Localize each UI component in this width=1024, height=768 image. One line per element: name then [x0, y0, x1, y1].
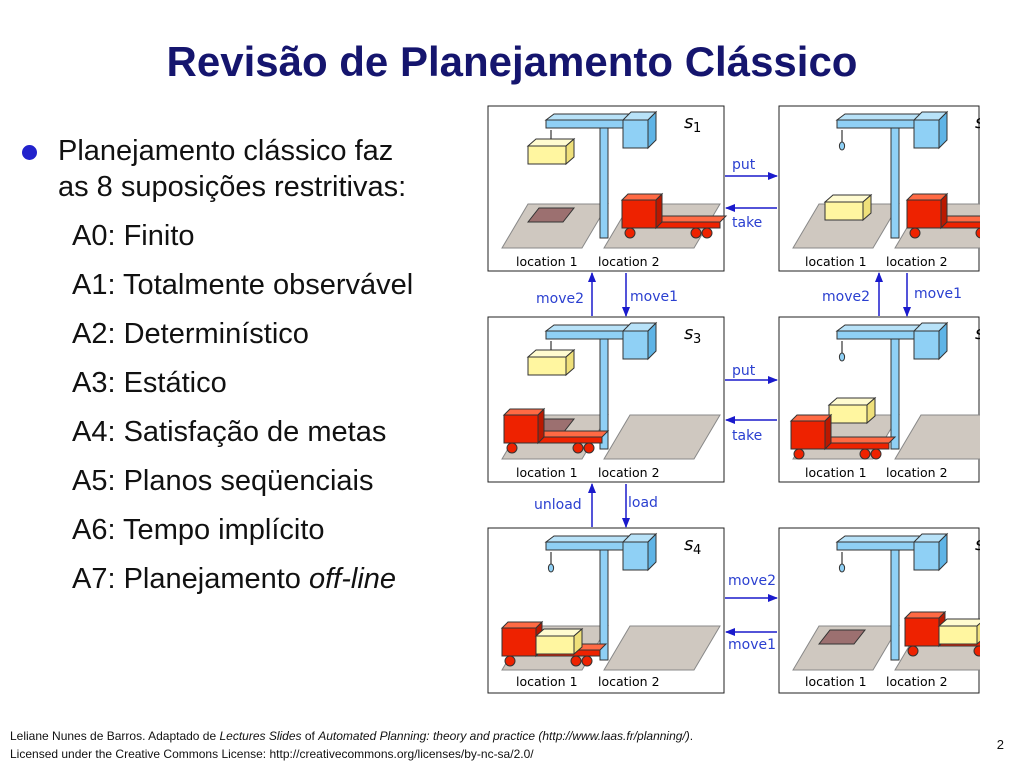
container: [535, 628, 583, 655]
assumption-a7-prefix: A7: Planejamento: [72, 563, 309, 595]
footer-line-2: Licensed under the Creative Commons Lice…: [10, 747, 534, 761]
state-label: s: [975, 112, 980, 133]
footer-of: of: [301, 729, 319, 743]
state-panel-s2: s 2 location 1 location 2: [778, 316, 980, 483]
action-label-move1: move1: [630, 289, 678, 305]
state-panel-s0: s 0 location 1 location 2: [778, 105, 980, 272]
footer-line-1: Leliane Nunes de Barros. Adaptado de Lec…: [10, 727, 693, 745]
action-label-take: take: [732, 428, 762, 444]
assumption-a0: A0: Finito: [72, 220, 195, 252]
assumption-a4: A4: Satisfação de metas: [72, 416, 387, 448]
container: [824, 194, 872, 221]
location-1-label: location 1: [805, 674, 867, 689]
state-subscript: 3: [693, 332, 701, 347]
location-2-label: location 2: [598, 465, 660, 480]
location-2-label: location 2: [886, 254, 948, 269]
container: [527, 349, 575, 376]
bullet-line-1: Planejamento clássico faz: [58, 135, 394, 167]
action-label-take: take: [732, 215, 762, 231]
footer-credits: Leliane Nunes de Barros. Adaptado de Lec…: [10, 727, 693, 763]
assumption-a6: A6: Tempo implícito: [72, 514, 325, 546]
action-label-move1: move1: [914, 286, 962, 302]
state-subscript: 1: [693, 121, 701, 136]
assumption-a7: A7: Planejamento off-line: [72, 563, 396, 596]
location-1-label: location 1: [516, 254, 578, 269]
bullet-line-2: as 8 suposições restritivas:: [58, 171, 407, 203]
state-panel-s1: s 1 location 1 location 2: [487, 105, 727, 272]
location-1-label: location 1: [516, 674, 578, 689]
footer-author: Leliane Nunes de Barros. Adaptado de: [10, 729, 220, 743]
location-2-label: location 2: [886, 674, 948, 689]
location-2-label: location 2: [598, 674, 660, 689]
state-label: s: [684, 534, 693, 555]
action-label-put: put: [732, 157, 756, 173]
container: [938, 618, 980, 645]
action-label-unload: unload: [534, 497, 582, 513]
state-label: s: [684, 323, 693, 344]
state-label: s: [684, 112, 693, 133]
footer-book-title: Automated Planning: theory and practice …: [318, 729, 690, 743]
assumption-a7-italic: off-line: [308, 563, 397, 595]
page-number: 2: [996, 737, 1004, 752]
bullet-text: Planejamento clássico faz as 8 suposiçõe…: [58, 133, 406, 205]
footer-period: .: [689, 729, 694, 743]
action-label-load: load: [628, 495, 658, 511]
location-1-label: location 1: [516, 465, 578, 480]
assumption-a5: A5: Planos seqüenciais: [72, 465, 374, 497]
assumption-a2: A2: Determinístico: [72, 318, 309, 350]
location-1-label: location 1: [805, 254, 867, 269]
state-panel-s3: s 3 location 1 location 2: [487, 316, 725, 483]
state-panel-s5: s 5 location 1 location 2: [778, 527, 980, 694]
location-1-label: location 1: [805, 465, 867, 480]
container: [828, 397, 876, 424]
location-2-label: location 2: [598, 254, 660, 269]
action-label-move1: move1: [728, 637, 776, 653]
location-2-label: location 2: [886, 465, 948, 480]
bullet-dot: [22, 145, 37, 160]
action-label-move2: move2: [728, 573, 776, 589]
assumption-a1: A1: Totalmente observável: [72, 269, 414, 301]
footer-lecture-slides: Lectures Slides: [219, 729, 302, 743]
state-label: s: [975, 323, 980, 344]
action-label-move2: move2: [536, 291, 584, 307]
action-label-put: put: [732, 363, 756, 379]
state-label: s: [975, 534, 980, 555]
transition-arrows: [588, 172, 911, 636]
dwr-state-diagram: s 1 location 1 location 2 s 0 location 1…: [487, 105, 980, 694]
slide-title: Revisão de Planejamento Clássico: [166, 38, 858, 85]
action-label-move2: move2: [822, 289, 870, 305]
state-subscript: 4: [693, 543, 701, 558]
container: [527, 138, 575, 165]
state-panel-s4: s 4 location 1 location 2: [487, 527, 725, 694]
assumption-a3: A3: Estático: [72, 367, 227, 399]
